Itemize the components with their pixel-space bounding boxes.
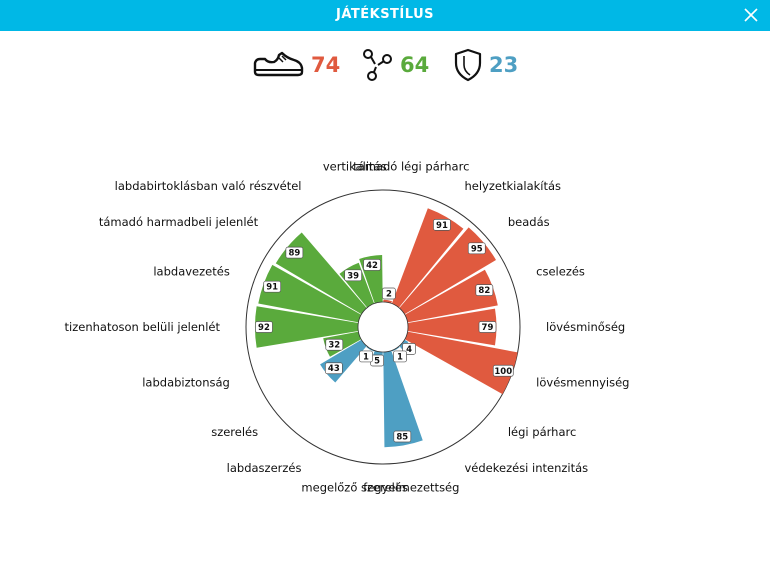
bar-8[interactable] bbox=[383, 350, 423, 448]
value-label-12: 32 bbox=[325, 338, 344, 351]
value-label-box bbox=[492, 364, 514, 377]
value-label-box bbox=[382, 287, 396, 300]
value-label-box bbox=[325, 338, 344, 351]
value-label-box bbox=[393, 350, 407, 363]
category-label-1: helyzetkialakítás bbox=[465, 179, 562, 193]
category-label-7: védekezési intenzitás bbox=[465, 461, 589, 475]
value-label-text: 2 bbox=[386, 290, 392, 300]
value-label-16: 39 bbox=[344, 269, 363, 282]
value-label-1: 91 bbox=[433, 219, 451, 231]
value-label-text: 100 bbox=[494, 367, 512, 377]
value-label-box bbox=[359, 350, 373, 363]
value-label-box bbox=[363, 259, 381, 271]
value-label-text: 32 bbox=[328, 341, 340, 351]
value-label-0: 2 bbox=[382, 287, 396, 300]
category-label-5: lövésmennyiség bbox=[536, 376, 629, 390]
value-label-text: 39 bbox=[347, 271, 359, 281]
category-label-15: támadó harmadbeli jelenlét bbox=[99, 215, 259, 229]
category-label-2: beadás bbox=[508, 215, 550, 229]
defense-stat-value: 23 bbox=[489, 53, 519, 77]
bar-4[interactable] bbox=[407, 308, 497, 346]
value-label-text: 95 bbox=[471, 244, 483, 254]
category-label-17: vertikalitás bbox=[323, 159, 387, 173]
category-label-0: támadó légi párharc bbox=[353, 159, 469, 173]
category-label-10: labdaszerzés bbox=[227, 461, 302, 475]
outer-ring bbox=[245, 189, 521, 465]
bar-5[interactable] bbox=[404, 331, 518, 395]
category-label-6: légi párharc bbox=[508, 425, 576, 439]
inner-circle bbox=[357, 301, 409, 353]
value-label-text: 43 bbox=[328, 364, 340, 374]
category-label-9: megelőző szerelés bbox=[301, 481, 408, 495]
bar-3[interactable] bbox=[404, 269, 498, 323]
value-label-13: 92 bbox=[255, 321, 273, 333]
category-label-16: labdabirtoklásban való részvétel bbox=[115, 179, 302, 193]
value-label-box bbox=[255, 321, 273, 333]
value-label-15: 89 bbox=[285, 246, 304, 259]
value-label-text: 79 bbox=[482, 323, 494, 333]
category-label-11: szerelés bbox=[211, 425, 258, 439]
value-label-box bbox=[475, 284, 494, 296]
value-label-box bbox=[433, 219, 451, 231]
category-label-8: fegyelmezettség bbox=[363, 481, 459, 495]
category-label-13: tizenhatoson belüli jelenlét bbox=[65, 320, 221, 334]
possession-stat-value: 64 bbox=[400, 53, 430, 77]
value-label-8: 85 bbox=[393, 430, 412, 443]
category-label-4: lövésminőség bbox=[546, 320, 625, 334]
page-title: JÁTÉKSTÍLUS bbox=[335, 7, 435, 22]
value-label-box bbox=[393, 430, 412, 443]
bar-14[interactable] bbox=[258, 264, 362, 323]
value-label-box bbox=[344, 269, 363, 282]
value-label-text: 5 bbox=[374, 356, 380, 366]
value-label-text: 42 bbox=[366, 261, 378, 271]
value-label-3: 82 bbox=[475, 284, 494, 296]
attack-stat-value: 74 bbox=[311, 53, 341, 77]
value-label-text: 91 bbox=[266, 283, 278, 293]
value-label-box bbox=[325, 362, 343, 375]
header-bar: JÁTÉKSTÍLUS bbox=[0, 0, 770, 31]
value-label-text: 85 bbox=[396, 433, 408, 443]
category-label-12: labdabiztonság bbox=[142, 376, 230, 390]
category-label-3: cselezés bbox=[536, 264, 585, 278]
value-label-10: 1 bbox=[359, 350, 373, 363]
bar-0[interactable] bbox=[383, 299, 393, 304]
close-icon[interactable] bbox=[742, 6, 760, 24]
value-label-text: 92 bbox=[258, 323, 270, 333]
bar-13[interactable] bbox=[254, 306, 359, 348]
shield-icon bbox=[454, 48, 482, 82]
value-label-box bbox=[285, 246, 304, 259]
value-label-4: 79 bbox=[478, 321, 497, 333]
value-label-text: 1 bbox=[363, 352, 369, 362]
value-label-text: 4 bbox=[406, 345, 412, 355]
value-label-box bbox=[478, 321, 497, 333]
value-label-5: 100 bbox=[492, 364, 514, 377]
value-label-text: 91 bbox=[436, 221, 448, 231]
category-label-14: labdavezetés bbox=[153, 264, 229, 278]
value-label-text: 89 bbox=[288, 249, 300, 259]
value-label-17: 42 bbox=[363, 259, 381, 271]
style-stats: 74 64 23 bbox=[0, 44, 770, 86]
value-label-box bbox=[263, 280, 282, 293]
value-label-2: 95 bbox=[467, 242, 486, 255]
value-label-11: 43 bbox=[325, 362, 343, 375]
value-label-text: 1 bbox=[397, 352, 403, 362]
value-label-box bbox=[467, 242, 486, 255]
value-label-14: 91 bbox=[263, 280, 282, 293]
pass-network-icon bbox=[363, 49, 392, 81]
bar-1[interactable] bbox=[391, 208, 464, 308]
sneaker-icon bbox=[253, 51, 304, 77]
value-label-7: 1 bbox=[393, 350, 407, 363]
value-label-text: 82 bbox=[478, 286, 490, 296]
